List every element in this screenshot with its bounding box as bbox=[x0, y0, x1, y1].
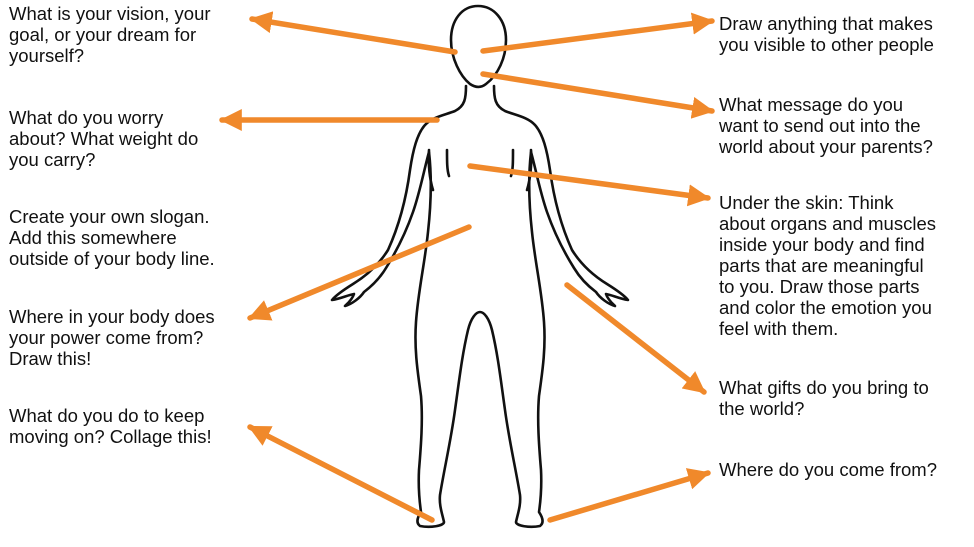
prompt-moving-on: What do you do to keep moving on? Collag… bbox=[9, 405, 212, 447]
prompt-gifts: What gifts do you bring to the world? bbox=[719, 377, 929, 419]
arrow-origin bbox=[550, 473, 708, 520]
prompt-message: What message do you want to send out int… bbox=[719, 94, 933, 157]
prompt-worry: What do you worry about? What weight do … bbox=[9, 107, 198, 170]
arrow-gifts bbox=[567, 285, 704, 392]
arrow-visible bbox=[483, 21, 712, 51]
prompt-vision: What is your vision, your goal, or your … bbox=[9, 3, 211, 66]
prompt-visible: Draw anything that makes you visible to … bbox=[719, 13, 934, 55]
arrow-moving-on bbox=[250, 427, 432, 520]
arrows bbox=[222, 19, 712, 520]
prompt-slogan: Create your own slogan. Add this somewhe… bbox=[9, 206, 215, 269]
arrow-message bbox=[483, 74, 712, 111]
arrow-power bbox=[250, 227, 469, 318]
arrow-under-skin bbox=[470, 166, 708, 198]
torso-and-limbs-outline bbox=[332, 86, 628, 527]
prompt-power: Where in your body does your power come … bbox=[9, 306, 215, 369]
prompt-under-skin: Under the skin: Think about organs and m… bbox=[719, 192, 936, 339]
arrow-vision bbox=[252, 19, 455, 52]
prompt-origin: Where do you come from? bbox=[719, 459, 937, 480]
left-chest-line bbox=[447, 150, 449, 176]
